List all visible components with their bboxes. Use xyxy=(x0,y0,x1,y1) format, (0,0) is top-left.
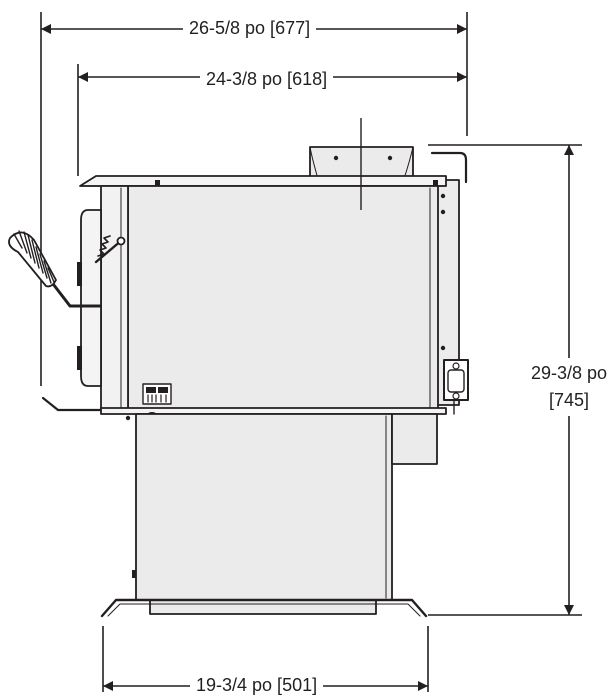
rear-hook xyxy=(430,151,468,184)
pedestal-bolt-left xyxy=(132,570,136,578)
handle-rod xyxy=(48,278,102,308)
loading-door xyxy=(80,209,102,387)
bottom-frame-bolt-left xyxy=(125,415,131,421)
base-foot-inner xyxy=(107,603,421,617)
handle-coils xyxy=(13,230,55,284)
rear-outlet-screw-bottom xyxy=(452,392,460,400)
top-plate-tab-right xyxy=(433,180,438,186)
top-plate-tab-left xyxy=(155,180,160,186)
rear-shield-bolt-mid xyxy=(440,209,446,215)
door-hinge-upper xyxy=(77,262,82,286)
firebox-body xyxy=(127,185,439,411)
height-label-line1: 29-3/8 po xyxy=(530,363,608,383)
height-label-line2: [745] xyxy=(548,390,590,410)
coil-handle-icon xyxy=(8,230,102,308)
flue-collar-rivet-2 xyxy=(387,155,393,161)
base-foot xyxy=(100,598,428,618)
base-width-label: 19-3/4 po [501] xyxy=(190,676,324,694)
flue-collar-rivet xyxy=(333,155,339,161)
stove-drawing xyxy=(8,146,469,618)
height-label: 29-3/8 po [745] xyxy=(524,358,614,416)
rear-outlet-screw-top xyxy=(452,362,460,370)
front-column xyxy=(100,185,129,411)
rear-outlet-slot xyxy=(447,369,465,393)
air-control-latch xyxy=(94,235,126,264)
pedestal-side-tab xyxy=(391,413,438,465)
rear-shield-bolt-low xyxy=(440,345,446,351)
overall-depth-label: 26-5/8 po [677] xyxy=(183,19,317,37)
pedestal xyxy=(135,413,393,601)
pedestal-plinth xyxy=(149,599,377,615)
rear-shield-bolt-top xyxy=(440,193,446,199)
top-plate xyxy=(79,175,447,187)
body-depth-label: 24-3/8 po [618] xyxy=(200,70,334,88)
warning-label-icon xyxy=(142,383,172,405)
door-hinge-lower xyxy=(77,346,82,370)
